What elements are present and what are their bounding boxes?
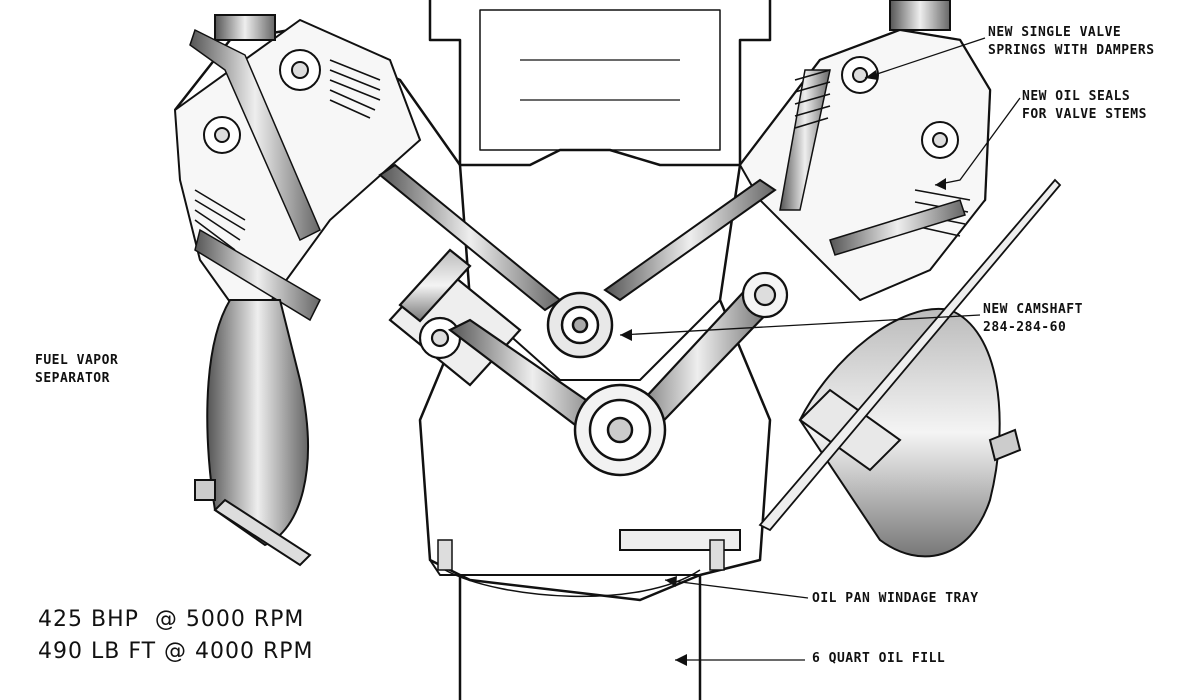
camshaft-label: NEW CAMSHAFT 284-284-60 <box>983 301 1083 337</box>
right-exhaust-manifold <box>798 307 1022 558</box>
oil-seals-label: NEW OIL SEALS FOR VALVE STEMS <box>1022 88 1147 124</box>
oil-seals-label-line2: FOR VALVE STEMS <box>1022 107 1147 122</box>
camshaft-label-line1: NEW CAMSHAFT <box>983 302 1083 317</box>
valve-springs-label: NEW SINGLE VALVE SPRINGS WITH DAMPERS <box>988 24 1155 60</box>
dipstick-tube <box>758 178 1062 532</box>
left-cylinder-head <box>173 14 422 332</box>
fuel-vapor-label: FUEL VAPOR SEPARATOR <box>35 352 118 388</box>
crankshaft <box>573 383 667 477</box>
camshaft <box>546 291 614 359</box>
windage-tray-label: OIL PAN WINDAGE TRAY <box>812 591 979 606</box>
power-spec: 425 BHP @ 5000 RPM <box>38 607 305 632</box>
torque-spec: 490 LB FT @ 4000 RPM <box>38 639 314 664</box>
oil-fill-label: 6 QUART OIL FILL <box>812 651 946 666</box>
leader-arrowheads <box>620 70 946 666</box>
camshaft-label-line2: 284-284-60 <box>983 320 1067 335</box>
valve-springs-label-line1: NEW SINGLE VALVE <box>988 25 1122 40</box>
oil-pan <box>458 529 741 700</box>
left-exhaust-manifold <box>194 299 312 567</box>
oil-seals-label-line1: NEW OIL SEALS <box>1022 89 1131 104</box>
fuel-vapor-label-line2: SEPARATOR <box>35 371 110 386</box>
left-valve-spring <box>194 59 381 251</box>
right-cylinder-head <box>738 0 992 302</box>
fuel-vapor-label-line1: FUEL VAPOR <box>35 353 119 368</box>
connecting-rods <box>447 271 789 442</box>
oil-pan-bolts <box>437 539 725 571</box>
valve-springs-label-line2: SPRINGS WITH DAMPERS <box>988 43 1155 58</box>
pushrods <box>378 163 777 312</box>
